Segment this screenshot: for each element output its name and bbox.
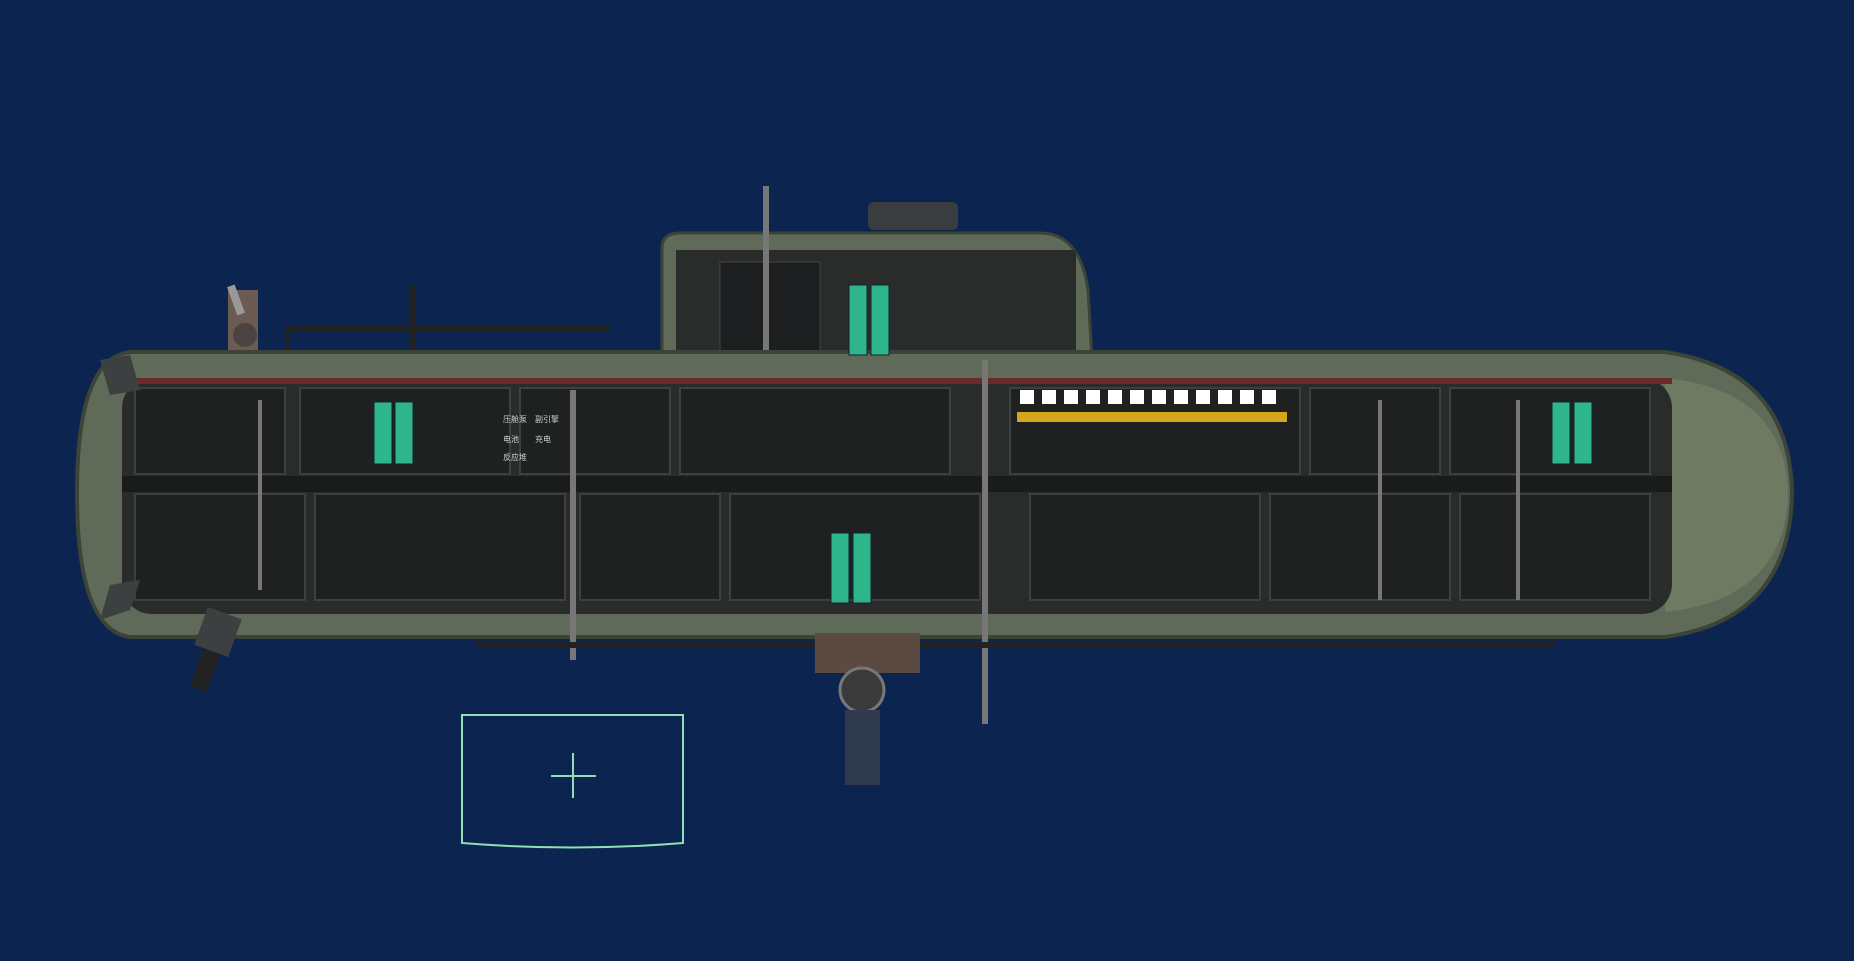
fin-bottom [100, 580, 140, 620]
ladder-bow[interactable] [258, 400, 262, 590]
fin-top [100, 355, 140, 395]
locker-row [1020, 390, 1276, 404]
crosshair-icon [551, 753, 596, 798]
label-battery: 电池 [503, 434, 519, 444]
keel-rail [475, 642, 1555, 648]
submarine[interactable]: 压舱泵 副引擎 电池 充电 反应堆 [74, 186, 1795, 785]
green-cabinets[interactable] [373, 284, 1593, 604]
ladder-stern[interactable] [1516, 400, 1520, 600]
engine-pod[interactable] [815, 633, 920, 785]
label-reactor: 反应堆 [503, 452, 527, 462]
ladder-center[interactable] [982, 360, 988, 724]
selection-rect[interactable] [461, 714, 684, 849]
rail-post [285, 326, 289, 354]
antenna [410, 285, 416, 355]
ladder-tower[interactable] [763, 186, 769, 361]
nose-cone [1665, 378, 1788, 612]
sonar-dome [868, 202, 958, 230]
spawn-marker[interactable] [461, 714, 684, 849]
middle-deck [122, 476, 1672, 492]
tower-room [719, 261, 821, 359]
deck-rail [285, 326, 610, 332]
label-engine: 副引擎 [535, 414, 559, 424]
turret-bottom[interactable] [189, 607, 242, 692]
wiring-top [122, 378, 1672, 384]
label-ballast: 压舱泵 [503, 414, 527, 424]
label-charge: 充电 [535, 434, 551, 444]
turret-top[interactable] [227, 284, 258, 350]
ladder-aft[interactable] [1378, 400, 1382, 600]
room-labels: 压舱泵 副引擎 电池 充电 反应堆 [503, 414, 559, 462]
ladder-left[interactable] [570, 390, 576, 660]
hazard-stripe [1017, 412, 1287, 422]
compartments [134, 387, 1651, 601]
